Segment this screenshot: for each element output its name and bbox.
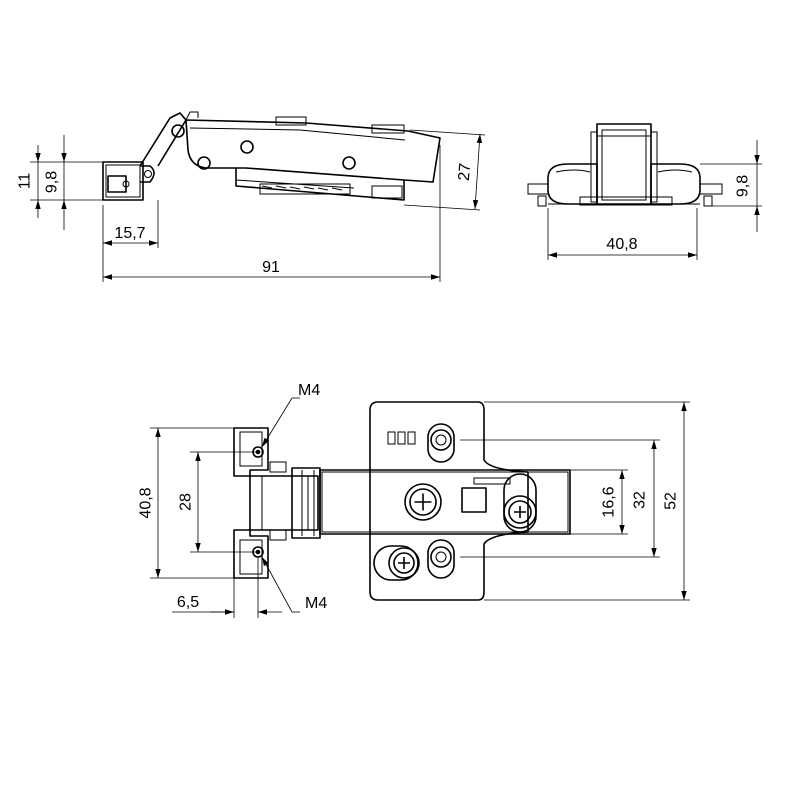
dim-side-mount-length: 15,7 bbox=[114, 225, 145, 242]
side-arm bbox=[139, 111, 199, 167]
side-hinge-cup bbox=[235, 168, 405, 201]
dim-top-hole-spacing-32: 32 bbox=[632, 491, 649, 509]
end-view-dimensions: 40,8 9,8 bbox=[547, 140, 762, 260]
end-view bbox=[527, 123, 723, 207]
side-view bbox=[102, 111, 441, 201]
dim-top-mount-offset: 6,5 bbox=[177, 594, 199, 611]
dim-side-height-outer: 11 bbox=[17, 173, 34, 190]
thread-label-top: M4 bbox=[298, 382, 320, 399]
top-view-dimensions: 40,8 28 6,5 M4 M4 16,6 32 52 bbox=[138, 382, 690, 618]
top-base-plate bbox=[319, 401, 571, 601]
top-view bbox=[233, 401, 571, 601]
dim-end-width: 40,8 bbox=[606, 236, 637, 253]
dim-top-mount-height: 40,8 bbox=[138, 487, 155, 518]
thread-label-bottom: M4 bbox=[305, 595, 327, 612]
top-mount-plate bbox=[233, 427, 287, 579]
side-hinge-body bbox=[185, 116, 441, 183]
dim-side-total-height: 27 bbox=[456, 162, 474, 181]
dim-top-slot-span: 16,6 bbox=[601, 486, 618, 517]
dim-top-hole-spacing-28: 28 bbox=[178, 493, 195, 511]
side-view-dimensions: 11 9,8 15,7 91 27 bbox=[17, 129, 486, 282]
dim-side-height-inner: 9,8 bbox=[44, 171, 61, 193]
dim-top-base-height: 52 bbox=[663, 492, 680, 510]
dim-end-height: 9,8 bbox=[735, 175, 752, 197]
top-arm bbox=[249, 467, 321, 539]
dim-side-total-length: 91 bbox=[262, 259, 280, 276]
side-mount-plate bbox=[102, 161, 155, 201]
